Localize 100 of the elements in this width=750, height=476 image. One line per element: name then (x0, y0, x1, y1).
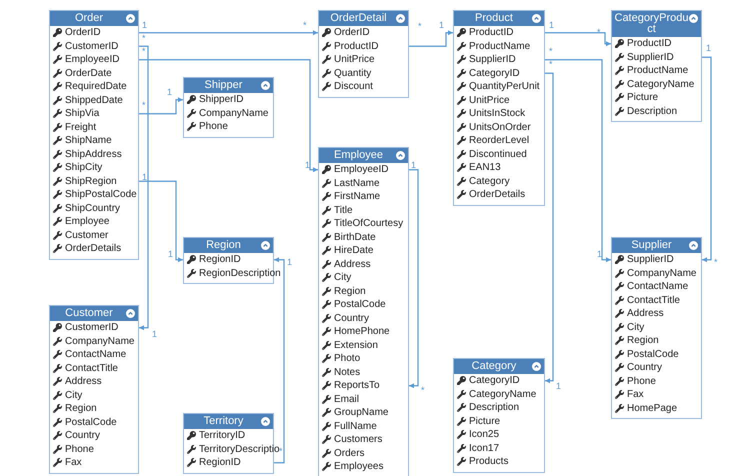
field-name: Address (334, 258, 371, 270)
entity-table (453, 358, 545, 472)
relationship-line (274, 257, 285, 464)
field-name: Notes (334, 366, 360, 378)
field-name: Picture (627, 92, 658, 104)
field-name: CategoryID (469, 375, 520, 386)
table-title: Region (206, 240, 241, 251)
field-name: Fax (65, 457, 82, 468)
entity-table (611, 237, 702, 419)
field-name: Icon17 (469, 442, 500, 454)
multiplicity-label: * (714, 258, 718, 267)
multiplicity-label: * (549, 60, 553, 69)
table-title: Territory (204, 416, 244, 427)
field-name: SupplierID (469, 54, 516, 66)
multiplicity-label: * (597, 28, 601, 37)
relationship-line (139, 97, 183, 114)
multiplicity-label: * (549, 47, 553, 56)
field-name: SupplierID (627, 254, 674, 266)
table-title: Order (74, 13, 104, 24)
field-name: Orders (334, 448, 365, 459)
field-name: EmployeeID (65, 54, 120, 66)
multiplicity-label: * (142, 34, 146, 43)
entity-table (453, 10, 545, 206)
field-name: Phone (627, 376, 656, 387)
multiplicity-label: * (142, 101, 146, 110)
field-name: UnitPrice (334, 54, 375, 66)
field-name: ShipCity (65, 162, 102, 174)
relationship-line (139, 59, 318, 172)
field-name: City (627, 322, 644, 333)
field-name: CategoryName (469, 388, 536, 400)
field-name: EmployeeID (334, 164, 388, 176)
multiplicity-label: 1 (167, 88, 172, 97)
field-name: ShipVia (65, 108, 100, 120)
field-name: QuantityPerUnit (469, 81, 540, 92)
field-name: HireDate (334, 245, 374, 256)
field-name: ProductName (469, 40, 530, 52)
field-name: HomePhone (334, 326, 390, 338)
multiplicity-label: 1 (152, 330, 158, 339)
field-name: ShipCountry (65, 202, 120, 214)
entity-table (611, 10, 702, 122)
multiplicity-label: 1 (439, 21, 444, 30)
multiplicity-label: * (142, 47, 146, 56)
field-name: Icon25 (469, 429, 500, 440)
field-name: Fax (627, 389, 644, 400)
entity-table (183, 77, 274, 138)
relationship-line (409, 169, 419, 388)
field-name: OrderID (334, 27, 370, 38)
field-name: BirthDate (334, 232, 376, 243)
field-name: OrderID (65, 27, 101, 38)
field-name: Description (469, 402, 520, 414)
field-name: PostalCode (334, 299, 386, 310)
field-name: Country (334, 312, 370, 324)
field-name: ProductID (334, 40, 378, 52)
field-name: SupplierID (627, 52, 674, 63)
field-name: City (65, 390, 82, 401)
field-name: UnitsInStock (469, 108, 526, 120)
field-name: CategoryID (469, 68, 520, 79)
multiplicity-label: 1 (142, 21, 148, 30)
table-title: Product (475, 13, 513, 24)
field-name: Phone (199, 121, 228, 132)
field-name: Country (65, 430, 100, 442)
relationship-line (139, 180, 183, 262)
table-title: Employee (334, 150, 383, 161)
table-title: OrderDetail (330, 13, 387, 24)
field-name: Quantity (334, 68, 372, 79)
field-name: EAN13 (469, 162, 501, 174)
relationship-line (545, 59, 611, 262)
field-name: TerritoryDescriptio (199, 444, 280, 455)
relationship-line (409, 30, 453, 47)
field-name: RegionDescription (199, 268, 281, 279)
multiplicity-label: 1 (706, 44, 712, 53)
multiplicity-label: 1 (142, 173, 148, 182)
field-name: ShipRegion (65, 176, 117, 187)
field-name: ProductName (627, 65, 688, 76)
multiplicity-label: 1 (411, 161, 416, 170)
field-name: CompanyName (65, 336, 134, 347)
field-name: Category (469, 176, 510, 187)
field-name: OrderDate (65, 68, 112, 79)
multiplicity-label: 1 (168, 250, 174, 259)
field-name: Freight (65, 122, 96, 133)
field-name: OrderDetails (469, 189, 526, 200)
field-name: GroupName (334, 407, 388, 418)
field-name: ReorderLevel (469, 135, 530, 146)
field-name: ShipName (65, 135, 112, 146)
entity-table (49, 10, 139, 260)
field-name: Title (334, 204, 353, 216)
field-name: ContactTitle (627, 294, 680, 306)
multiplicity-label: 1 (549, 21, 554, 30)
field-name: Description (627, 106, 678, 117)
relationship-line (545, 72, 554, 384)
field-name: Address (65, 376, 102, 388)
multiplicity-label: * (421, 386, 425, 395)
field-name: TitleOfCourtesy (334, 218, 404, 230)
multiplicity-label: * (303, 21, 307, 30)
field-name: ContactName (627, 281, 688, 292)
field-name: RegionID (199, 457, 241, 468)
field-name: ProductID (469, 27, 514, 38)
multiplicity-label: 1 (305, 161, 310, 170)
multiplicity-label: * (418, 22, 422, 31)
field-name: ShipAddress (65, 148, 122, 160)
